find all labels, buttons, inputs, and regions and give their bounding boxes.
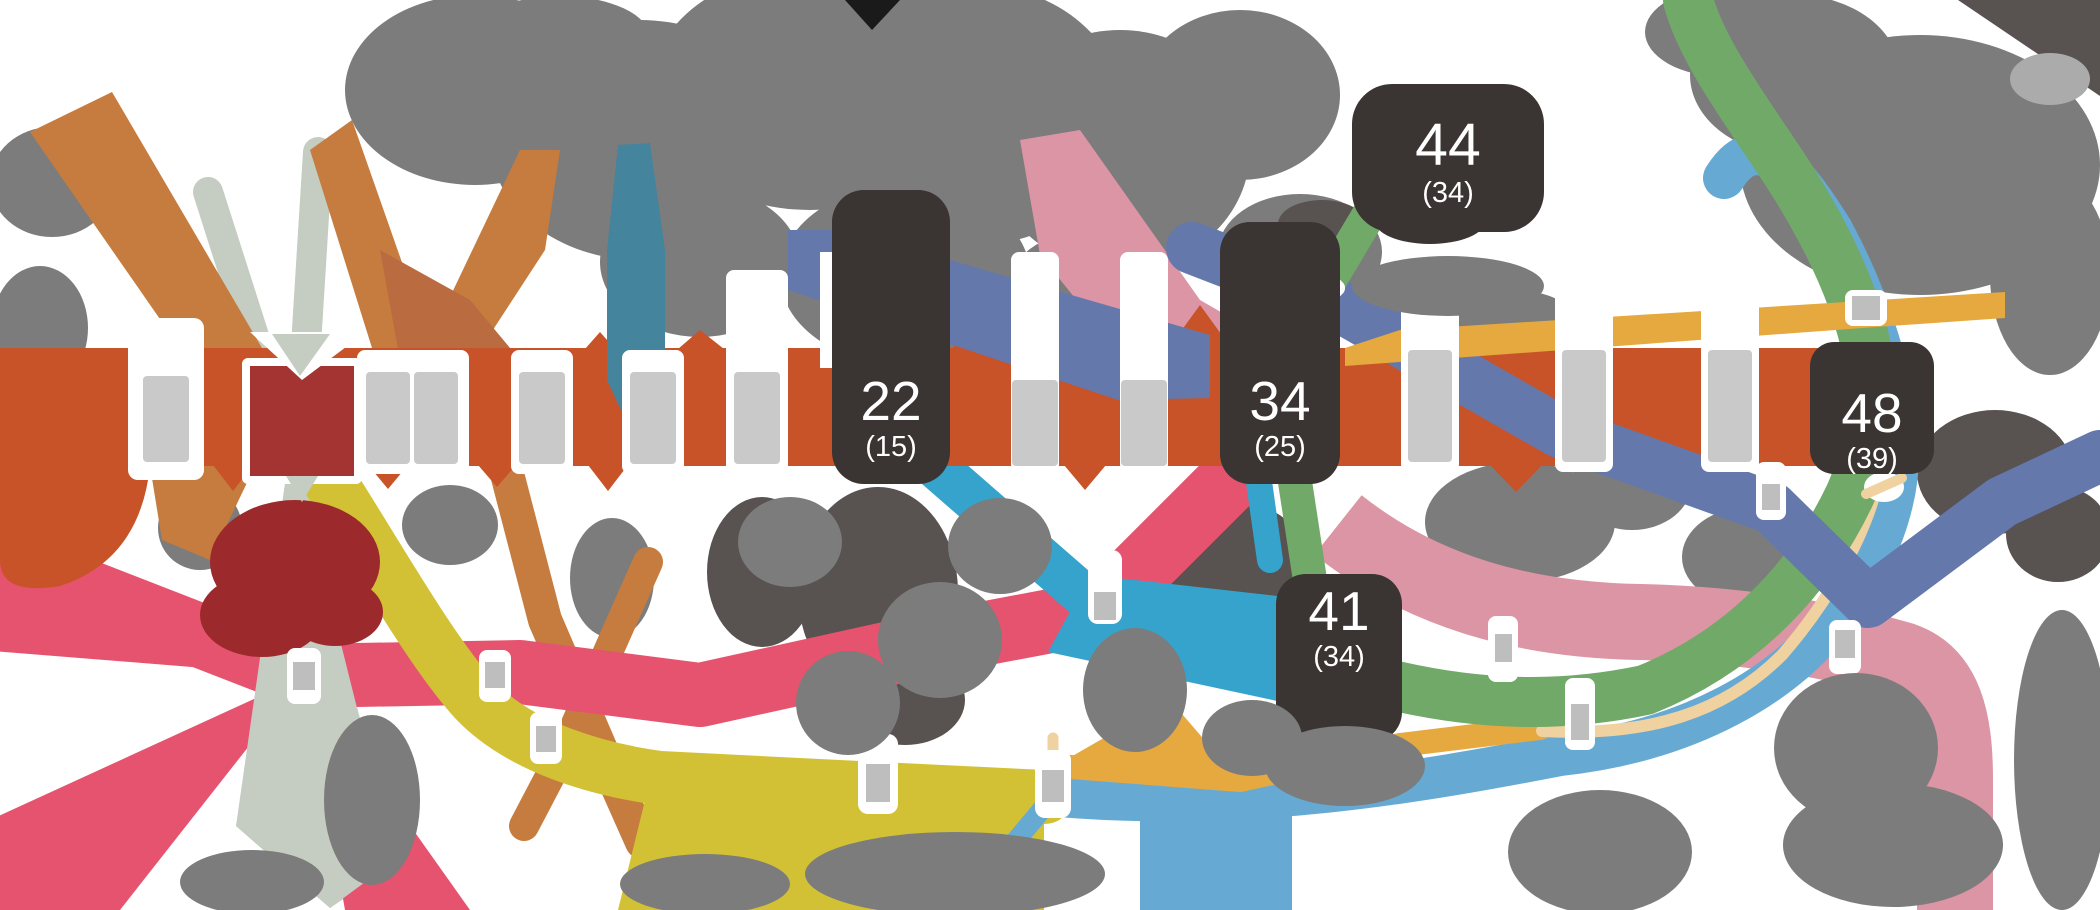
interchange-station (1088, 550, 1122, 624)
major-station-square (250, 366, 354, 476)
interchange-station (1756, 462, 1786, 520)
amber-line-north (1345, 292, 2005, 366)
station-name-blobs-foreground (180, 256, 2100, 910)
badge-22-shape (832, 190, 950, 484)
badge-41-shape (1276, 574, 1402, 742)
interchange-station (530, 712, 562, 764)
interchange-station (479, 650, 511, 702)
interchange-station (858, 734, 898, 814)
interchange-station (1488, 616, 1518, 682)
interchange-station (1829, 620, 1861, 674)
interchange-station (1565, 678, 1595, 750)
station-markers (128, 252, 1759, 502)
interchange-station (287, 648, 321, 704)
travel-time-badges (832, 84, 1934, 742)
ocher-line (30, 92, 262, 348)
badge-48-shape (1810, 342, 1934, 474)
badge-34-shape (1220, 222, 1340, 484)
badge-44-shape (1352, 84, 1544, 232)
interchange-station (1035, 750, 1071, 818)
major-station-name-blob (200, 500, 383, 657)
